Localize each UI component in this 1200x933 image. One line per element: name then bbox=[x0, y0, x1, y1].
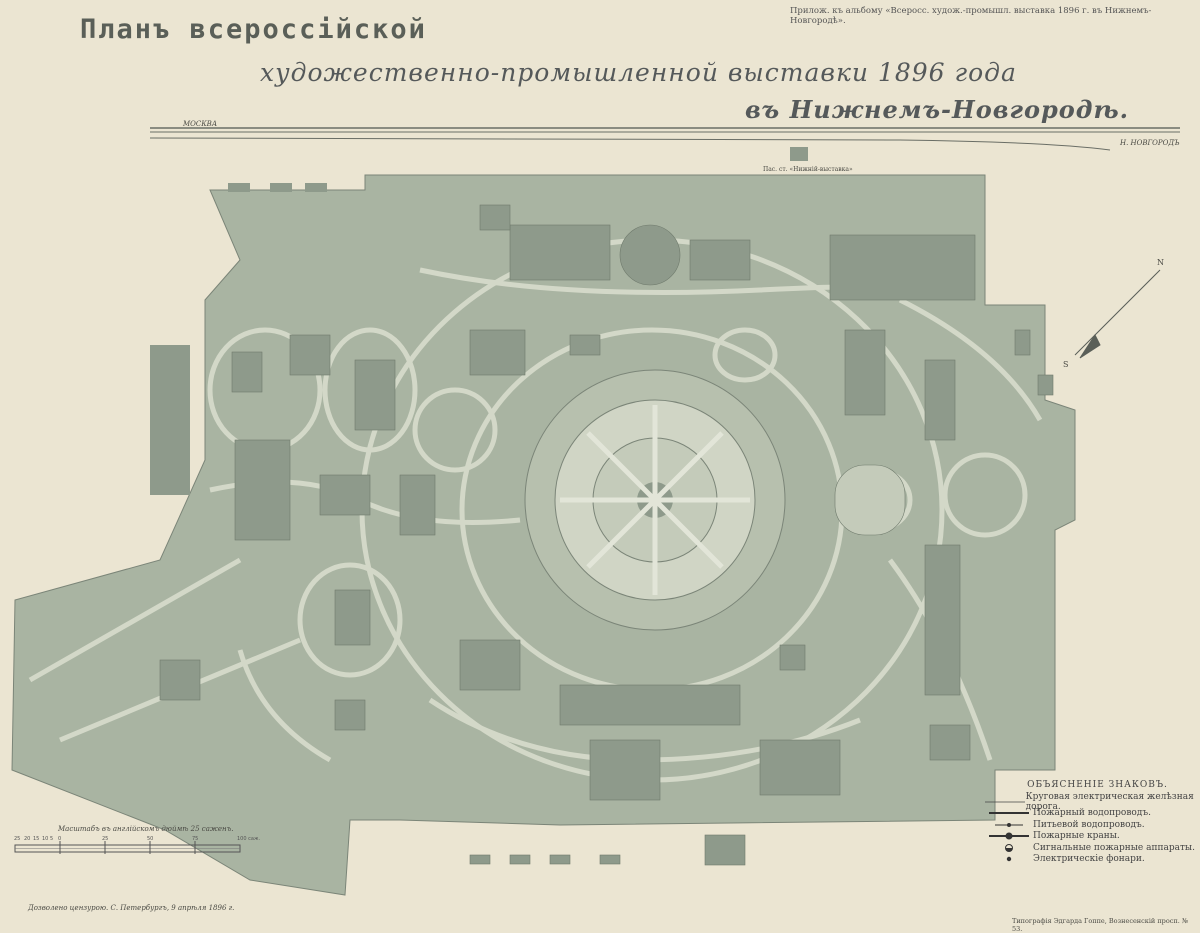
line-big-dot-icon bbox=[985, 832, 1033, 840]
scale-label: Масштабъ въ англійскомъ дюймѣ 25 саженъ. bbox=[58, 825, 234, 833]
compass-north-label: N bbox=[1157, 258, 1164, 267]
album-note: Прилож. къ альбому «Всеросс. худож.-пром… bbox=[790, 6, 1152, 26]
rail-label-nizhny: Н. НОВГОРОДЪ bbox=[1120, 139, 1180, 147]
map-location: въ Нижнемъ-Новгородѣ. bbox=[745, 95, 1129, 124]
censorship-note: Дозволено цензурою. С. Петербургъ, 9 апр… bbox=[28, 904, 235, 912]
legend-item: Сигнальные пожарные аппараты. bbox=[985, 842, 1200, 854]
legend-item: Пожарный водопроводъ. bbox=[985, 808, 1200, 820]
scale-tick: 20 bbox=[24, 836, 30, 842]
printer-note: Типографія Эдгарда Гоппе, Вознесенскій п… bbox=[1012, 917, 1188, 933]
scale-tick: 25 bbox=[102, 836, 108, 842]
legend-item: Питьевой водопроводъ. bbox=[985, 819, 1200, 831]
scale-bar: 25 20 15 10 5 0 25 50 75 100 саж. bbox=[14, 835, 264, 863]
half-circle-icon bbox=[985, 843, 1033, 853]
dot-icon bbox=[985, 855, 1033, 863]
scale-tick: 25 bbox=[14, 836, 20, 842]
scale-tick: 100 саж. bbox=[237, 836, 260, 842]
scale-tick: 5 bbox=[50, 836, 53, 842]
legend-item: Пожарные краны. bbox=[985, 831, 1200, 843]
map-subtitle: художественно-промышленной выставки 1896… bbox=[260, 58, 1017, 87]
scale-tick: 0 bbox=[58, 836, 61, 842]
legend: ОБЪЯСНЕНІЕ ЗНАКОВЪ. Круговая электрическ… bbox=[985, 780, 1200, 865]
legend-item: Электрическіе фонари. bbox=[985, 854, 1200, 866]
scale-tick: 10 bbox=[42, 836, 48, 842]
map-title: Планъ всероссійской bbox=[80, 14, 427, 45]
compass-arrow bbox=[1074, 269, 1161, 359]
thick-line-icon bbox=[985, 810, 1033, 816]
central-pavilion bbox=[524, 369, 786, 631]
rail-label-moscow: МОСКВА bbox=[183, 120, 218, 128]
scale-tick: 50 bbox=[147, 836, 153, 842]
scale-tick: 15 bbox=[33, 836, 39, 842]
left-barracks bbox=[150, 183, 327, 495]
station-label: Пас. ст. «Нижній-выставка» bbox=[763, 166, 853, 173]
thin-line-icon bbox=[985, 799, 1026, 805]
station-building bbox=[790, 147, 808, 161]
scale-tick: 75 bbox=[192, 836, 198, 842]
pavilions bbox=[159, 204, 1054, 866]
line-dot-icon bbox=[985, 822, 1033, 828]
legend-item: Круговая электрическая желѣзная дорога. bbox=[985, 792, 1200, 812]
legend-title: ОБЪЯСНЕНІЕ ЗНАКОВЪ. bbox=[1027, 780, 1168, 790]
compass-south-label: S bbox=[1063, 360, 1069, 369]
